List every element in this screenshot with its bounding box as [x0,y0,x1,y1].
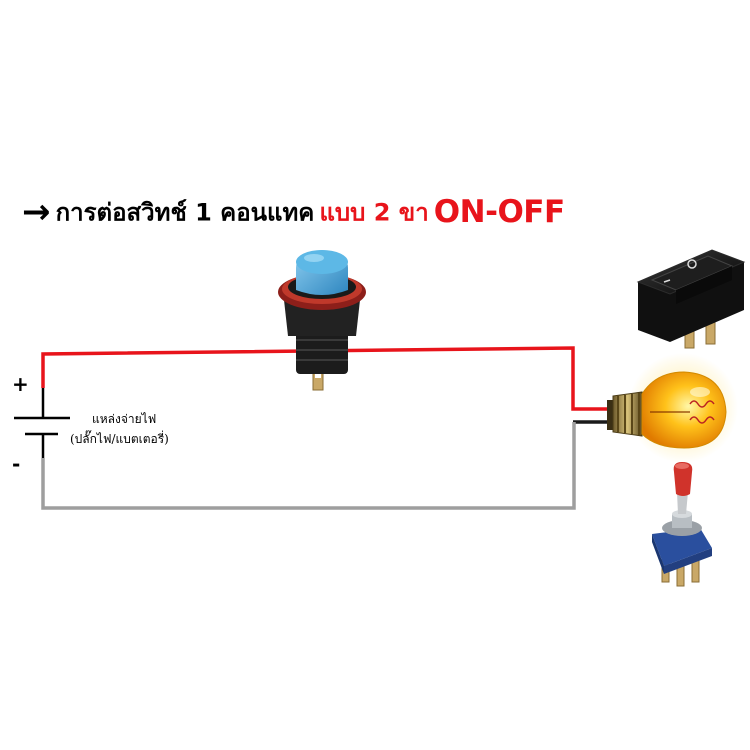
toggle-switch-icon [652,462,712,587]
push-button-switch-icon [278,250,366,391]
title-part-2: แบบ 2 ขา [319,198,429,227]
wires [41,346,612,510]
battery-symbol-icon [14,388,70,458]
positive-wire [41,346,612,411]
negative-wire [41,422,576,510]
right-arrow-icon: → [22,192,51,232]
power-source-label: แหล่งจ่ายไฟ [92,412,157,426]
diagram-title: → การต่อสวิทช์ 1 คอนแทค แบบ 2 ขา ON-OFF [22,192,565,240]
negative-terminal-label: - [12,452,21,476]
power-source-sublabel: (ปลั๊กไฟ/แบตเตอรี่) [70,432,169,446]
positive-terminal-label: + [12,372,29,396]
light-bulb-icon [607,353,738,463]
rocker-switch-icon [636,249,746,349]
title-part-3: ON-OFF [433,194,565,230]
title-part-1: การต่อสวิทช์ 1 คอนแทค [55,198,315,227]
